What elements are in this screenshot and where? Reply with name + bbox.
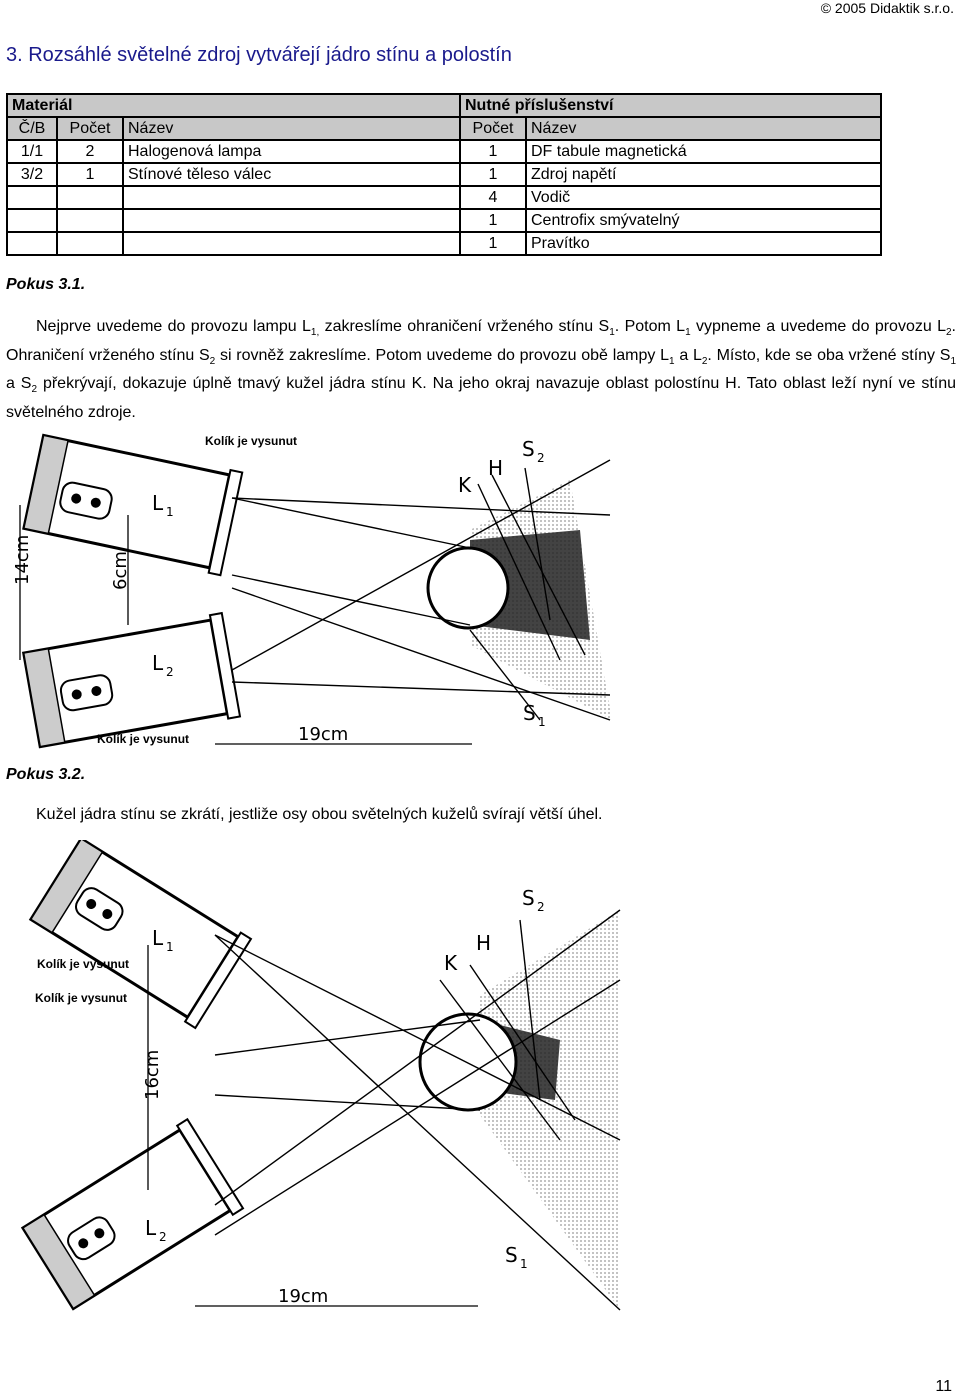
label-s1: S [523,701,536,725]
cell-name: Stínové těleso válec [122,162,461,187]
table-column-header: Č/B Počet Název Počet Název [6,116,882,141]
table-row: 1 Centrofix smývatelný [6,208,882,233]
label-l1: L [152,926,164,950]
cylinder-shape [426,546,510,630]
accessories-group-header: Nutné příslušenství [459,93,882,118]
cell-name2: Pravítko [525,231,882,256]
table-row: 3/2 1 Stínové těleso válec 1 Zdroj napět… [6,162,882,187]
cell-name2: Zdroj napětí [525,162,882,187]
cell-count: 1 [56,162,124,187]
table-row: 4 Vodič [6,185,882,210]
svg-text:2: 2 [159,1230,167,1244]
shadow-diagram-1: 14cm 6cm 19cm Kolík je vysunut Kolík je … [12,433,612,749]
label-l2: L [145,1216,157,1240]
dimension-lines [19,505,472,745]
cell-count: 2 [56,139,124,164]
shadow-diagram-2: 16cm 19cm Kolík je vysunut Kolík je vysu… [20,840,621,1311]
label-s1: S [505,1243,518,1267]
cell-cb: 1/1 [6,139,58,164]
cell-name [122,208,461,233]
cell-cb [6,231,58,256]
cell-cb [6,185,58,210]
cell-count2: 1 [459,231,527,256]
light-rays [214,909,621,1311]
cell-count [56,208,124,233]
svg-text:1: 1 [166,505,174,519]
experiment-2-text: Kužel jádra stínu se zkrátí, jestliže os… [36,806,603,823]
material-group-header: Materiál [6,93,461,118]
dim-19cm: 19cm [298,724,348,745]
pin-label-bottom: Kolík je vysunut [37,957,129,971]
col-name: Název [122,116,461,141]
label-l2: L [152,651,164,675]
page-number: 11 [935,1378,952,1395]
cell-name: Halogenová lampa [122,139,461,164]
svg-text:1: 1 [166,940,174,954]
label-h: H [476,931,491,955]
cell-count [56,185,124,210]
cell-name2: Centrofix smývatelný [525,208,882,233]
col-name2: Název [525,116,882,141]
pin-label-bottom: Kolík je vysunut [97,732,189,746]
label-k: K [444,951,458,975]
table-row: 1/1 2 Halogenová lampa 1 DF tabule magne… [6,139,882,164]
lamp-l2 [21,611,242,749]
cell-count2: 1 [459,162,527,187]
experiment-1-title: Pokus 3.1. [6,276,86,293]
cell-count2: 1 [459,208,527,233]
col-count: Počet [56,116,124,141]
lamp-l1 [22,433,244,577]
label-s2: S [522,886,535,910]
col-cb: Č/B [6,116,58,141]
table-group-header: Materiál Nutné příslušenství [6,93,882,118]
cell-name [122,185,461,210]
experiment-1-text: Nejprve uvedeme do provozu lampu L1, zak… [6,318,957,422]
lamp-l1 [28,840,253,1030]
svg-text:2: 2 [537,900,545,914]
svg-text:2: 2 [166,665,174,679]
lamp-l2 [20,1117,245,1311]
material-table: Materiál Nutné příslušenství Č/B Počet N… [6,93,882,256]
cell-count2: 1 [459,139,527,164]
label-l1: L [152,491,164,515]
section-title: 3. Rozsáhlé světelné zdroj vytvářejí jád… [6,44,512,66]
col-count2: Počet [459,116,527,141]
dim-6cm: 6cm [110,551,131,590]
cell-cb: 3/2 [6,162,58,187]
pin-label-top: Kolík je vysunut [205,434,297,448]
cell-name2: DF tabule magnetická [525,139,882,164]
dimension-lines [147,945,478,1307]
label-h: H [488,456,503,480]
dim-16cm: 16cm [142,1050,163,1100]
cell-cb [6,208,58,233]
cell-name [122,231,461,256]
cell-count2: 4 [459,185,527,210]
label-s2: S [522,437,535,461]
dim-14cm: 14cm [12,535,33,585]
label-k: K [458,473,472,497]
table-row: 1 Pravítko [6,231,882,256]
svg-text:1: 1 [520,1257,528,1271]
dim-19cm: 19cm [278,1286,328,1307]
svg-text:2: 2 [537,451,545,465]
light-rays [231,459,611,721]
cell-count [56,231,124,256]
cell-name2: Vodič [525,185,882,210]
penumbra-region [480,910,620,1310]
svg-text:1: 1 [538,715,546,729]
copyright: © 2005 Didaktik s.r.o. [820,0,954,16]
pin-label-top: Kolík je vysunut [35,991,127,1005]
experiment-2-title: Pokus 3.2. [6,766,86,783]
